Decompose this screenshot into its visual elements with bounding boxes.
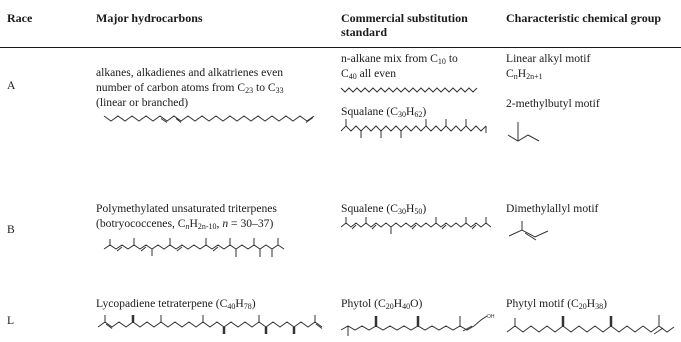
row-b-squalene-structure (340, 217, 492, 234)
header-commercial-standard: Commercial substitution standard (341, 11, 468, 39)
header-commercial-standard-line1: Commercial substitution (341, 11, 468, 25)
row-a-hydrocarbon-structure (103, 115, 315, 123)
header-race: Race (7, 11, 33, 25)
row-l-phytol-oh-label: OH (487, 314, 495, 320)
row-a-grp1-line1: Linear alkyl motif (506, 52, 591, 65)
row-l-phytyl-structure (506, 315, 675, 335)
row-a-hydro-line1: alkanes, alkadienes and alkatrienes even (96, 66, 284, 79)
row-l-standard-phytol: Phytol (C20H40O) (341, 297, 423, 311)
row-l-phytol-structure: OH (340, 314, 495, 336)
header-major-hydrocarbons: Major hydrocarbons (96, 11, 203, 25)
header-rule (0, 47, 681, 48)
row-b-hydrocarbons: Polymethylated unsaturated triterpenes (… (96, 201, 277, 231)
row-b-group-dimethylallyl: Dimethylallyl motif (506, 202, 599, 215)
row-a-group-methylbutyl: 2-methylbutyl motif (506, 97, 600, 110)
row-b-race: B (7, 223, 15, 236)
row-l-hydrocarbons: Lycopadiene tetraterpene (C40H78) (96, 297, 256, 311)
row-a-group-linear-alkyl: Linear alkyl motif CnH2n+1 (506, 51, 590, 81)
row-a-hydro-line2: number of carbon atoms from C23 to C33 (96, 81, 284, 95)
row-a-std1-line1: n-alkane mix from C10 to (341, 52, 458, 66)
row-a-hydrocarbons: alkanes, alkadienes and alkatrienes even… (96, 65, 284, 110)
row-b-dimethylallyl-structure (508, 221, 549, 241)
row-a-std1-line2: C40 all even (341, 67, 397, 81)
row-b-botryococcene-structure (103, 238, 285, 257)
header-commercial-standard-line2: standard (341, 25, 388, 39)
row-l-group-phytyl: Phytyl motif (C20H38) (506, 297, 608, 311)
row-a-standard-alkane-mix: n-alkane mix from C10 to C40 all even (341, 51, 458, 81)
row-a-squalane-structure (340, 119, 487, 138)
row-a-alkane-structure (340, 87, 478, 93)
row-b-hydro-line2: (botryococcenes, CnH2n-10, n = 30–37) (96, 217, 274, 231)
header-characteristic-group: Characteristic chemical group (506, 11, 662, 25)
row-a-race: A (7, 79, 16, 92)
row-a-grp1-line2: CnH2n+1 (506, 67, 543, 81)
row-l-lycopadiene-structure (97, 315, 323, 334)
row-l-race: L (7, 314, 15, 327)
row-b-hydro-line1: Polymethylated unsaturated triterpenes (96, 202, 277, 215)
row-a-standard-squalane: Squalane (C30H62) (341, 105, 427, 119)
row-a-methylbutyl-structure (507, 122, 540, 142)
row-a-hydro-line3: (linear or branched) (96, 96, 189, 109)
row-b-standard-squalene: Squalene (C30H50) (341, 202, 427, 216)
